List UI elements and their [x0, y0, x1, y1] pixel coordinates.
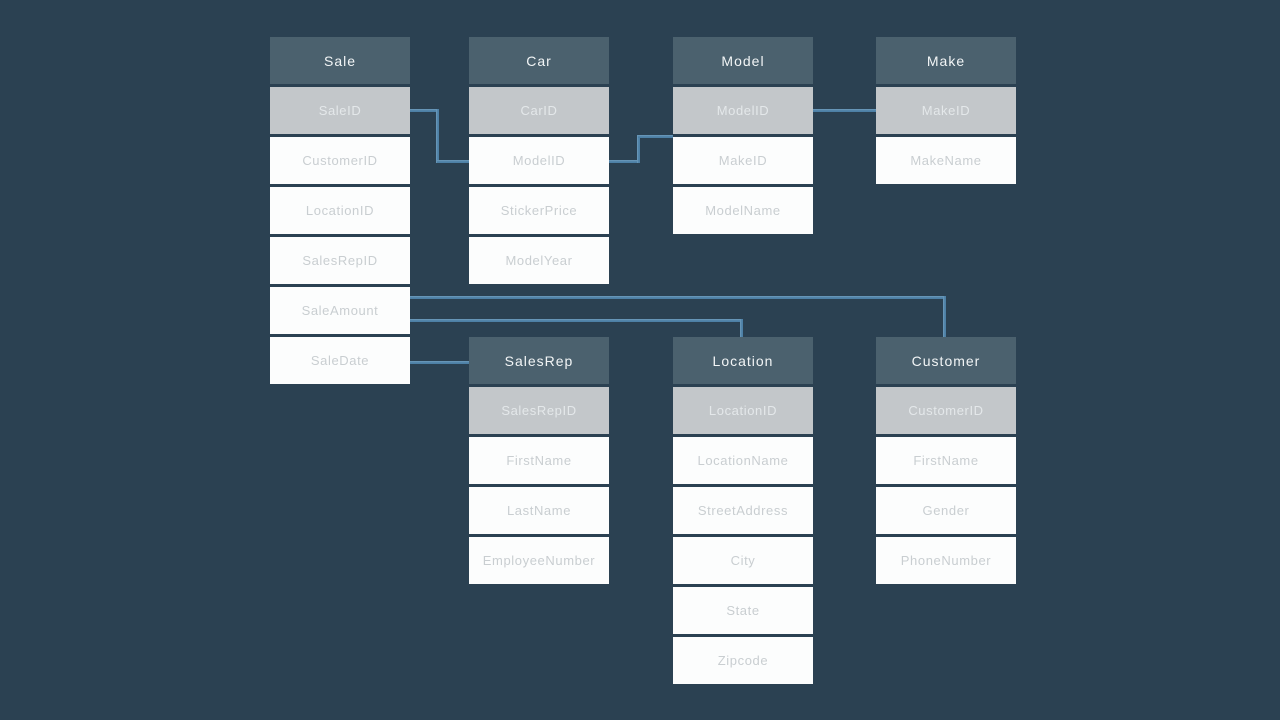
sale-saledate-to-salesrep-segment: [410, 361, 469, 364]
table-location-field-state-row: State: [673, 587, 813, 634]
car-modelid-to-model-segment: [637, 135, 640, 163]
table-location-field-city-row: City: [673, 537, 813, 584]
table-car-field-modelyear-row: ModelYear: [469, 237, 609, 284]
table-car-header: Car: [469, 37, 609, 84]
table-sale-field-customerid-row: CustomerID: [270, 137, 410, 184]
table-car-field-carid-key-row: CarID: [469, 87, 609, 134]
table-model-field-modelid-key-row: ModelID: [673, 87, 813, 134]
table-model-field-makeid-row: MakeID: [673, 137, 813, 184]
table-salesrep-header: SalesRep: [469, 337, 609, 384]
table-sale-header: Sale: [270, 37, 410, 84]
table-model-field-modelname-row: ModelName: [673, 187, 813, 234]
table-sale-field-locationid-row: LocationID: [270, 187, 410, 234]
table-customer-field-gender-row: Gender: [876, 487, 1016, 534]
table-sale-field-saleid-key-row: SaleID: [270, 87, 410, 134]
table-sale-field-saleamount-row: SaleAmount: [270, 287, 410, 334]
sale-saleid-to-car-modelid-segment: [436, 109, 439, 163]
sale-to-customer-segment: [410, 296, 944, 299]
sale-to-location-segment: [410, 319, 741, 322]
table-salesrep-field-firstname-row: FirstName: [469, 437, 609, 484]
table-model-header: Model: [673, 37, 813, 84]
table-salesrep-field-lastname-row: LastName: [469, 487, 609, 534]
table-make-field-makeid-key-row: MakeID: [876, 87, 1016, 134]
car-modelid-to-model-segment: [638, 135, 673, 138]
sale-saleid-to-car-modelid-segment: [410, 109, 437, 112]
table-location-field-locationname-row: LocationName: [673, 437, 813, 484]
table-customer-field-firstname-row: FirstName: [876, 437, 1016, 484]
sale-to-customer-segment: [943, 296, 946, 340]
table-car-field-modelid-row: ModelID: [469, 137, 609, 184]
table-location-field-locationid-key-row: LocationID: [673, 387, 813, 434]
car-modelid-to-model-segment: [609, 160, 638, 163]
model-modelid-to-make-makeid-segment: [813, 109, 876, 112]
table-location-field-streetaddress-row: StreetAddress: [673, 487, 813, 534]
table-make-header: Make: [876, 37, 1016, 84]
table-salesrep-field-salesrepid-key-row: SalesRepID: [469, 387, 609, 434]
sale-to-location-segment: [740, 319, 743, 340]
table-location-header: Location: [673, 337, 813, 384]
table-customer-header: Customer: [876, 337, 1016, 384]
sale-saleid-to-car-modelid-segment: [437, 160, 469, 163]
table-sale-field-salesrepid-row: SalesRepID: [270, 237, 410, 284]
table-make-field-makename-row: MakeName: [876, 137, 1016, 184]
table-sale-field-saledate-row: SaleDate: [270, 337, 410, 384]
table-customer-field-phonenumber-row: PhoneNumber: [876, 537, 1016, 584]
table-car-field-stickerprice-row: StickerPrice: [469, 187, 609, 234]
table-customer-field-customerid-key-row: CustomerID: [876, 387, 1016, 434]
table-salesrep-field-employeenumber-row: EmployeeNumber: [469, 537, 609, 584]
table-location-field-zipcode-row: Zipcode: [673, 637, 813, 684]
